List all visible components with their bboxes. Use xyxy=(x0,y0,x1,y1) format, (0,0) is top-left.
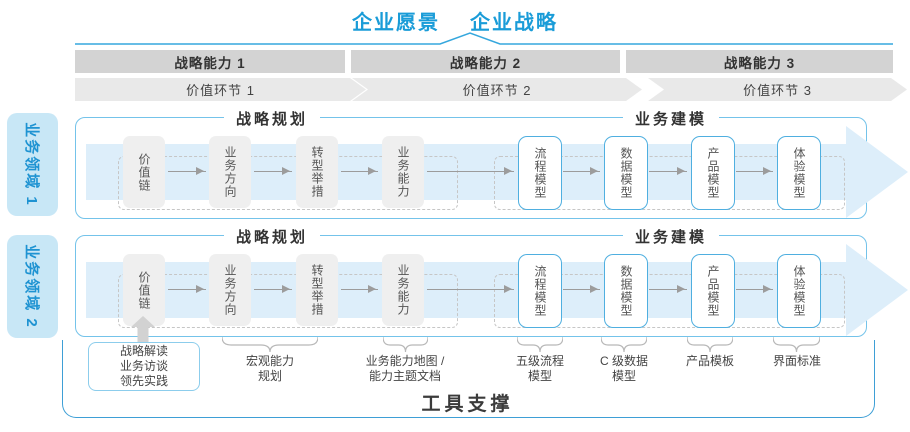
planning-title: 战略规划 xyxy=(223,108,321,129)
swimlane-domain-1: 战略规划 业务建模 价值链 业务方向 转型举措 业务能力 流程模型 数据模型 产… xyxy=(75,108,908,219)
deliverable-process-model: 五级流程 模型 xyxy=(515,354,564,383)
vision-title: 企业愿景 xyxy=(352,12,440,34)
node-text: 产品模型 xyxy=(706,265,720,317)
domain-label-1: 业务领域 1 xyxy=(7,113,58,216)
brace-icon xyxy=(687,337,733,352)
node-text: 业务方向 xyxy=(223,264,237,316)
node-value-chain: 价值链 xyxy=(123,136,165,208)
step-arrow-icon xyxy=(563,285,600,293)
brace-icon xyxy=(383,337,428,352)
node-text: 流程模型 xyxy=(533,265,547,317)
value-segment-2: 价值环节 2 xyxy=(352,78,642,101)
planning-title: 战略规划 xyxy=(223,226,321,247)
modeling-title: 业务建模 xyxy=(622,226,720,247)
node-process-model: 流程模型 xyxy=(518,136,562,210)
node-text: 产品模型 xyxy=(706,147,720,199)
deliverable-data-model: C 级数据 模型 xyxy=(599,354,648,383)
node-text: 转型举措 xyxy=(310,146,324,198)
node-text: 数据模型 xyxy=(619,265,633,317)
step-arrow-icon xyxy=(736,285,773,293)
step-arrow-icon xyxy=(563,167,600,175)
tool-support-title: 工具支撑 xyxy=(421,394,514,415)
step-arrow-icon xyxy=(341,167,378,175)
node-experience-model: 体验模型 xyxy=(777,136,821,210)
deliverable-ui-standard: 界面标准 xyxy=(772,354,821,368)
node-business-capability: 业务能力 xyxy=(382,136,424,208)
node-business-capability: 业务能力 xyxy=(382,254,424,326)
flow-arrow-head-icon xyxy=(846,244,908,336)
planning-dashed-group xyxy=(118,156,458,210)
node-text: 业务方向 xyxy=(223,146,237,198)
step-arrow-icon xyxy=(168,285,206,293)
node-business-direction: 业务方向 xyxy=(209,136,251,208)
capability-segment-3: 战略能力 3 xyxy=(626,50,893,73)
node-process-model: 流程模型 xyxy=(518,254,562,328)
node-experience-model: 体验模型 xyxy=(777,254,821,328)
node-transformation-initiative: 转型举措 xyxy=(296,136,338,208)
deliverable-macro-capability: 宏观能力 规划 xyxy=(245,354,294,383)
value-segment-3: 价值环节 3 xyxy=(648,78,907,101)
step-arrow-icon xyxy=(168,167,206,175)
node-data-model: 数据模型 xyxy=(604,136,648,210)
header-titles: 企业愿景 企业战略 xyxy=(0,6,910,35)
step-arrow-icon xyxy=(649,285,687,293)
node-text: 数据模型 xyxy=(619,147,633,199)
strategy-title: 企业战略 xyxy=(470,12,558,34)
node-text: 价值链 xyxy=(137,152,151,192)
node-text: 流程模型 xyxy=(533,147,547,199)
up-arrow-icon xyxy=(131,316,155,342)
flow-arrow-head-icon xyxy=(846,126,908,218)
node-text: 业务能力 xyxy=(396,146,410,198)
brace-icon xyxy=(601,337,647,352)
step-arrow-icon xyxy=(427,285,514,293)
step-arrow-icon xyxy=(341,285,378,293)
node-text: 体验模型 xyxy=(792,147,806,199)
brace-icon xyxy=(773,337,820,352)
node-value-chain: 价值链 xyxy=(123,254,165,326)
brace-icon xyxy=(222,337,318,352)
step-arrow-icon xyxy=(649,167,687,175)
domain-label-1-text: 业务领域 1 xyxy=(23,122,41,207)
node-transformation-initiative: 转型举措 xyxy=(296,254,338,326)
node-business-direction: 业务方向 xyxy=(209,254,251,326)
node-text: 转型举措 xyxy=(310,264,324,316)
node-product-model: 产品模型 xyxy=(691,136,735,210)
node-text: 体验模型 xyxy=(792,265,806,317)
tool-support-box xyxy=(62,340,875,418)
modeling-dashed-group xyxy=(494,156,845,210)
brace-icon xyxy=(517,337,563,352)
deliverable-capability-map: 业务能力地图 / 能力主题文档 xyxy=(365,354,445,383)
node-product-model: 产品模型 xyxy=(691,254,735,328)
step-arrow-icon xyxy=(736,167,773,175)
step-arrow-icon xyxy=(427,167,514,175)
value-segment-1: 价值环节 1 xyxy=(75,78,366,101)
planning-dashed-group xyxy=(118,274,458,328)
swimlane-domain-2: 战略规划 业务建模 价值链 业务方向 转型举措 业务能力 流程模型 数据模型 产… xyxy=(75,226,908,337)
step-arrow-icon xyxy=(254,167,292,175)
deliverable-product-template: 产品模板 xyxy=(685,354,734,368)
practice-note-box: 战略解读 业务访谈 领先实践 xyxy=(88,342,200,391)
modeling-title: 业务建模 xyxy=(622,108,720,129)
node-data-model: 数据模型 xyxy=(604,254,648,328)
node-text: 业务能力 xyxy=(396,264,410,316)
step-arrow-icon xyxy=(254,285,292,293)
modeling-dashed-group xyxy=(494,274,845,328)
domain-label-2: 业务领域 2 xyxy=(7,235,58,338)
capability-segment-2: 战略能力 2 xyxy=(351,50,620,73)
peak-line xyxy=(75,32,893,45)
node-text: 价值链 xyxy=(137,270,151,310)
domain-label-2-text: 业务领域 2 xyxy=(23,244,41,329)
capability-segment-1: 战略能力 1 xyxy=(75,50,345,73)
